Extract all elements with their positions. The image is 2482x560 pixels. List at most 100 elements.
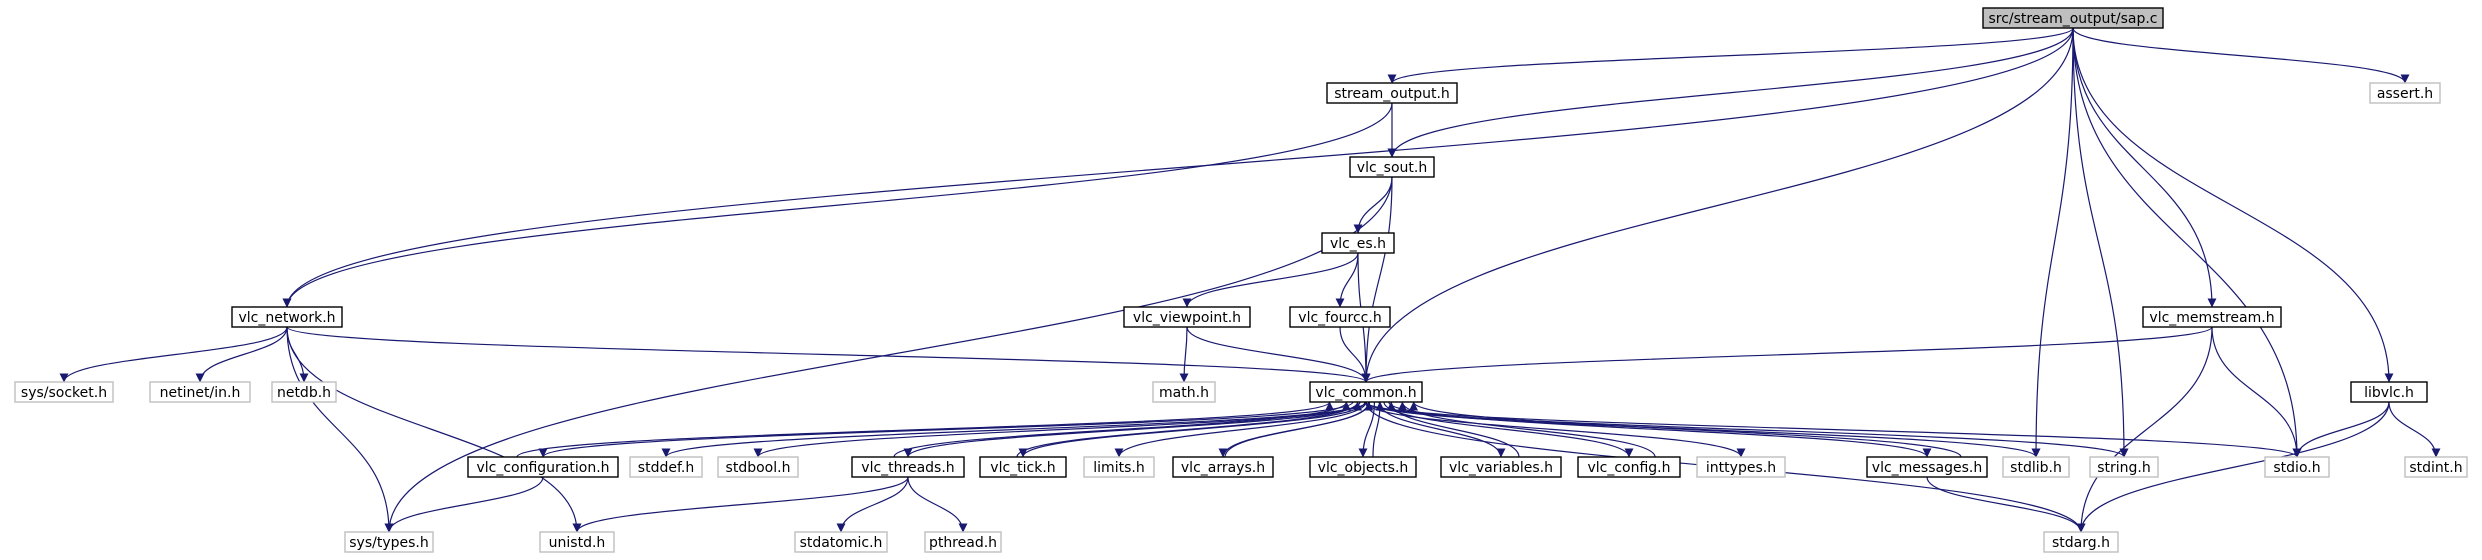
node-label: vlc_objects.h [1318, 460, 1409, 476]
node-stdarg-h: stdarg.h [2043, 531, 2119, 553]
edge-vlc-common-h-to-vlc-configuration-h [538, 401, 1354, 458]
edge-vlc-network-h-to-sys-socket-h [59, 326, 288, 383]
edge-vlc-common-h-to-stdbool-h [753, 401, 1367, 458]
node-label: math.h [1159, 385, 1209, 401]
node-box [2043, 531, 2119, 553]
node-box [629, 456, 703, 478]
node-label: vlc_memstream.h [2149, 310, 2274, 326]
edge-sap-c-to-vlc-common-h [1361, 27, 2074, 383]
node-label: vlc_configuration.h [476, 460, 609, 476]
edge-vlc-sout-h-to-vlc-es-h [1353, 176, 1393, 234]
node-label: assert.h [2377, 86, 2433, 102]
node-vlc-sout-h[interactable]: vlc_sout.h [1349, 156, 1435, 178]
edge-sap-c-to-stdio-h [2072, 27, 2302, 458]
node-math-h: math.h [1152, 381, 1216, 403]
node-box [1326, 82, 1458, 104]
node-label: vlc_variables.h [1449, 460, 1553, 476]
node-box [794, 531, 888, 553]
node-box [14, 381, 114, 403]
node-label: vlc_config.h [1587, 460, 1670, 476]
node-vlc-tick-h[interactable]: vlc_tick.h [979, 456, 1067, 478]
node-sys-types-h: sys/types.h [344, 531, 434, 553]
edge-vlc-common-h-to-stdlib-h [1365, 401, 2041, 458]
node-label: inttypes.h [1706, 460, 1776, 476]
node-vlc-messages-h[interactable]: vlc_messages.h [1866, 456, 1988, 478]
node-vlc-memstream-h[interactable]: vlc_memstream.h [2142, 306, 2282, 328]
node-label: string.h [2097, 460, 2151, 476]
node-label: netdb.h [277, 385, 331, 401]
node-sap-c[interactable]: src/stream_output/sap.c [1982, 7, 2164, 29]
node-box [1083, 456, 1155, 478]
node-inttypes-h: inttypes.h [1696, 456, 1786, 478]
edge-sap-c-to-string-h [2072, 27, 2129, 458]
node-vlc-es-h[interactable]: vlc_es.h [1321, 232, 1395, 254]
node-vlc-common-h[interactable]: vlc_common.h [1309, 381, 1423, 403]
node-libvlc-h[interactable]: libvlc.h [2350, 381, 2428, 403]
edge-vlc-sout-h-to-sys-types-h [384, 176, 1393, 533]
node-box [1172, 456, 1274, 478]
edge-sap-c-to-stdlib-h [2031, 27, 2074, 458]
edge-vlc-arrays-h-to-vlc-common-h [1224, 401, 1374, 458]
node-label: libvlc.h [2364, 385, 2414, 401]
node-sys-socket-h: sys/socket.h [14, 381, 114, 403]
node-box [1866, 456, 1988, 478]
node-label: vlc_arrays.h [1181, 460, 1265, 476]
node-vlc-threads-h[interactable]: vlc_threads.h [851, 456, 965, 478]
edge-sap-c-to-stream-output-h [1387, 27, 2074, 84]
node-box [1440, 456, 1562, 478]
node-label: pthread.h [929, 535, 997, 551]
node-label: vlc_threads.h [861, 460, 954, 476]
node-stdint-h: stdint.h [2404, 456, 2468, 478]
edge-vlc-config-h-to-vlc-common-h [1397, 401, 1656, 458]
edge-vlc-common-h-to-string-h [1365, 401, 2129, 458]
node-stdlib-h: stdlib.h [2002, 456, 2070, 478]
edge-vlc-objects-h-to-vlc-common-h [1372, 401, 1385, 458]
edge-vlc-es-h-to-vlc-viewpoint-h [1182, 252, 1359, 308]
node-label: stdint.h [2409, 460, 2462, 476]
node-stdatomic-h: stdatomic.h [794, 531, 888, 553]
node-vlc-network-h[interactable]: vlc_network.h [231, 306, 343, 328]
node-layer: src/stream_output/sap.c stream_output.h as… [14, 7, 2468, 553]
node-box [1289, 306, 1391, 328]
node-label: stdbool.h [726, 460, 791, 476]
node-vlc-viewpoint-h[interactable]: vlc_viewpoint.h [1123, 306, 1251, 328]
edge-sap-c-to-vlc-network-h [282, 27, 2074, 308]
edge-vlc-common-h-to-vlc-variables-h [1378, 401, 1506, 458]
node-box [344, 531, 434, 553]
node-label: src/stream_output/sap.c [1988, 11, 2157, 27]
node-vlc-objects-h[interactable]: vlc_objects.h [1309, 456, 1417, 478]
node-label: stdlib.h [2010, 460, 2062, 476]
node-box [1309, 456, 1417, 478]
edge-vlc-sout-h-to-vlc-common-h [1361, 176, 1393, 383]
node-vlc-variables-h[interactable]: vlc_variables.h [1440, 456, 1562, 478]
node-label: vlc_tick.h [990, 460, 1055, 476]
node-vlc-fourcc-h[interactable]: vlc_fourcc.h [1289, 306, 1391, 328]
node-unistd-h: unistd.h [539, 531, 615, 553]
node-label: stdarg.h [2052, 535, 2110, 551]
node-vlc-configuration-h[interactable]: vlc_configuration.h [467, 456, 619, 478]
node-label: stddef.h [638, 460, 694, 476]
edge-libvlc-h-to-stdint-h [2388, 401, 2441, 458]
node-stddef-h: stddef.h [629, 456, 703, 478]
node-box [231, 306, 343, 328]
edge-vlc-messages-h-to-vlc-common-h [1409, 401, 1962, 458]
node-box [2264, 456, 2330, 478]
node-netdb-h: netdb.h [271, 381, 337, 403]
edge-vlc-viewpoint-h-to-math-h [1179, 326, 1189, 383]
node-box [2142, 306, 2282, 328]
edge-sap-c-to-vlc-sout-h [1387, 27, 2074, 158]
node-box [1309, 381, 1423, 403]
edge-vlc-fourcc-h-to-vlc-common-h [1339, 326, 1371, 383]
edge-layer [59, 27, 2441, 533]
edge-sap-c-to-libvlc-h [2072, 27, 2394, 383]
node-box [149, 381, 251, 403]
node-vlc-config-h[interactable]: vlc_config.h [1577, 456, 1681, 478]
node-vlc-arrays-h[interactable]: vlc_arrays.h [1172, 456, 1274, 478]
node-limits-h: limits.h [1083, 456, 1155, 478]
node-box [467, 456, 619, 478]
node-box [1321, 232, 1395, 254]
node-label: vlc_network.h [238, 310, 335, 326]
node-label: vlc_es.h [1330, 236, 1386, 252]
node-stream-output-h[interactable]: stream_output.h [1326, 82, 1458, 104]
